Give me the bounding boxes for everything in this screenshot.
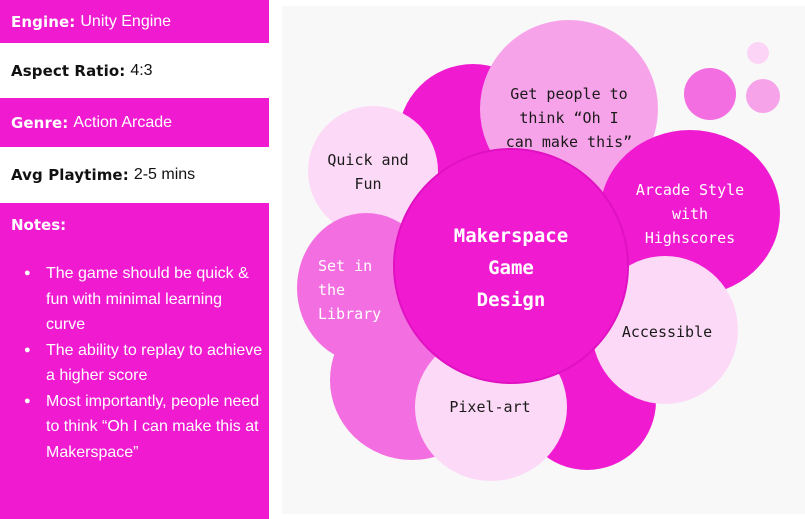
- notes-list: The game should be quick & fun with mini…: [24, 261, 264, 466]
- notes-item: Most importantly, people need to think “…: [24, 389, 264, 466]
- bubble-library-label: Set in the Library: [318, 257, 382, 323]
- aspect-ratio-label: Aspect Ratio:: [11, 61, 126, 80]
- notes-title: Notes:: [11, 216, 67, 234]
- bubble-quick-label: Quick and Fun: [327, 151, 409, 193]
- bubble-arcade-label: Arcade Style with Highscores: [635, 181, 745, 247]
- dot-medium: [746, 79, 780, 113]
- info-sidebar: Engine: Unity Engine Aspect Ratio: 4:3 G…: [0, 0, 270, 519]
- engine-label: Engine:: [11, 12, 76, 31]
- center-title: Makerspace Game Design: [453, 225, 569, 311]
- engine-row: Engine: Unity Engine: [0, 0, 269, 43]
- genre-label: Genre:: [11, 113, 69, 132]
- bubble-think-label: Get people to think “Oh I can make this”: [505, 85, 633, 151]
- notes-box: Notes: The game should be quick & fun wi…: [0, 203, 269, 519]
- playtime-row: Avg Playtime: 2-5 mins: [0, 147, 269, 203]
- aspect-ratio-value: 4:3: [130, 61, 153, 79]
- notes-item: The game should be quick & fun with mini…: [24, 261, 264, 338]
- genre-value: Action Arcade: [73, 113, 173, 131]
- notes-item: The ability to replay to achieve a highe…: [24, 338, 264, 389]
- genre-row: Genre: Action Arcade: [0, 98, 269, 147]
- dot-large: [684, 68, 736, 120]
- playtime-value: 2-5 mins: [133, 166, 196, 183]
- dot-small: [747, 42, 769, 64]
- engine-value: Unity Engine: [80, 12, 172, 30]
- playtime-label: Avg Playtime:: [11, 166, 129, 184]
- bubble-pixel-label: Pixel-art: [449, 398, 531, 416]
- bubble-center: [393, 148, 629, 384]
- bubble-accessible-label: Accessible: [621, 323, 713, 341]
- aspect-ratio-row: Aspect Ratio: 4:3: [0, 43, 269, 98]
